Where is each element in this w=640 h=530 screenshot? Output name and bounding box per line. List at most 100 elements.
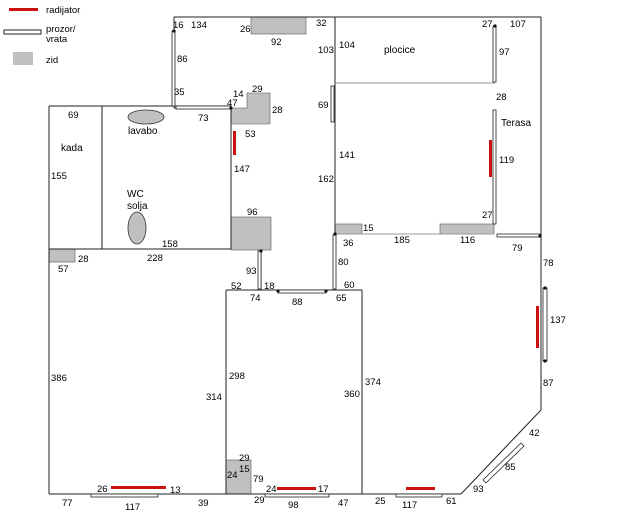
dim-label: 107 <box>510 19 526 30</box>
dim-label: 73 <box>198 113 209 124</box>
dim-label: 27 <box>482 19 493 30</box>
dim-label: 93 <box>473 484 484 495</box>
dim-label: 93 <box>246 266 257 277</box>
wall-24-15 <box>225 459 252 495</box>
dim-label: 74 <box>250 293 261 304</box>
legend-window-label-line2: vrata <box>46 34 68 45</box>
window-80 <box>332 234 337 290</box>
dim-label: 86 <box>177 54 188 65</box>
dim-label: 69 <box>318 100 329 111</box>
dim-label: 386 <box>51 373 67 384</box>
dim-label: 29 <box>239 453 250 464</box>
wall-96 <box>230 216 272 251</box>
radiators <box>111 131 539 490</box>
dim-label: 103 <box>318 45 334 56</box>
dim-label: 137 <box>550 315 566 326</box>
wc-bowl <box>127 211 147 245</box>
radiator-26-13 <box>111 486 166 489</box>
dim-label: 162 <box>318 174 334 185</box>
dim-label: 80 <box>338 257 349 268</box>
room-label-terasa: Terasa <box>501 118 531 129</box>
dim-label: 24 <box>227 470 238 481</box>
dim-label: 98 <box>288 500 299 511</box>
dim-label: 27 <box>482 210 493 221</box>
dim-label: 17 <box>318 484 329 495</box>
dim-label: 24 <box>266 484 277 495</box>
dim-label: 26 <box>240 24 251 35</box>
dim-label: 158 <box>162 239 178 250</box>
dim-label: 147 <box>234 164 250 175</box>
door-88 <box>277 289 327 294</box>
dim-label: 96 <box>247 207 258 218</box>
dim-label: 85 <box>505 462 516 473</box>
room-label-kada: kada <box>61 143 83 154</box>
walls <box>48 16 495 495</box>
dim-label: 155 <box>51 171 67 182</box>
dim-label: 39 <box>198 498 209 509</box>
dim-label: 228 <box>147 253 163 264</box>
dimension-labels: 16 134 26 92 32 27 107 86 103 104 97 35 … <box>51 18 566 513</box>
dim-label: 26 <box>97 484 108 495</box>
dim-label: 88 <box>292 297 303 308</box>
dim-label: 79 <box>512 243 523 254</box>
wall-15 <box>334 223 363 235</box>
window-117b <box>395 493 443 498</box>
radiator-24-17 <box>277 487 316 490</box>
radiator-137 <box>536 306 539 348</box>
wall-28 <box>48 248 76 263</box>
dim-label: 77 <box>62 498 73 509</box>
wall-116 <box>439 223 495 235</box>
dim-label: 298 <box>229 371 245 382</box>
window-terasa <box>492 109 497 225</box>
dim-label: 15 <box>363 223 374 234</box>
room-label-wc-2: solja <box>127 201 148 212</box>
room-label-lavabo: lavabo <box>128 126 158 137</box>
legend: radijator prozor/ vrata zid <box>3 5 80 66</box>
dim-label: 53 <box>245 129 256 140</box>
window-69 <box>330 85 335 123</box>
dim-label: 97 <box>499 47 510 58</box>
fixtures <box>127 109 165 245</box>
endpoint-marks <box>172 24 547 363</box>
legend-window-label-line1: prozor/ <box>46 24 76 35</box>
dim-label: 28 <box>272 105 283 116</box>
dim-label: 104 <box>339 40 355 51</box>
dim-label: 134 <box>191 20 207 31</box>
dim-label: 87 <box>543 378 554 389</box>
dim-label: 47 <box>227 98 238 109</box>
dim-label: 15 <box>239 464 250 475</box>
window-73 <box>175 105 232 110</box>
dim-label: 42 <box>529 428 540 439</box>
dim-label: 374 <box>365 377 381 388</box>
dim-label: 116 <box>460 235 475 246</box>
dim-label: 35 <box>174 87 185 98</box>
dim-label: 61 <box>446 496 457 507</box>
window-93 <box>257 250 262 290</box>
window-85-diagonal <box>482 442 525 484</box>
dim-label: 16 <box>173 20 184 31</box>
dim-label: 185 <box>394 235 410 246</box>
dim-label: 57 <box>58 264 69 275</box>
radiator-53 <box>233 131 236 155</box>
room-label-plocice: plocice <box>384 45 416 56</box>
lavabo-basin <box>127 109 165 125</box>
dim-label: 314 <box>206 392 222 403</box>
dim-label: 47 <box>338 498 349 509</box>
dim-label: 117 <box>125 502 140 513</box>
legend-window-swatch <box>3 29 42 35</box>
dim-label: 29 <box>252 84 263 95</box>
dim-label: 360 <box>344 389 360 400</box>
window-117a <box>90 493 159 498</box>
dim-label: 14 <box>233 89 244 100</box>
dim-label: 92 <box>271 37 282 48</box>
window-97 <box>492 25 497 83</box>
radiator-117b <box>406 487 435 490</box>
dim-label: 69 <box>68 110 79 121</box>
room-labels: kada lavabo WC solja plocice Terasa <box>61 45 531 212</box>
dim-label: 36 <box>343 238 354 249</box>
radiator-119 <box>489 140 492 177</box>
dim-label: 28 <box>78 254 89 265</box>
dim-label: 79 <box>253 474 264 485</box>
window-79 <box>496 233 541 238</box>
